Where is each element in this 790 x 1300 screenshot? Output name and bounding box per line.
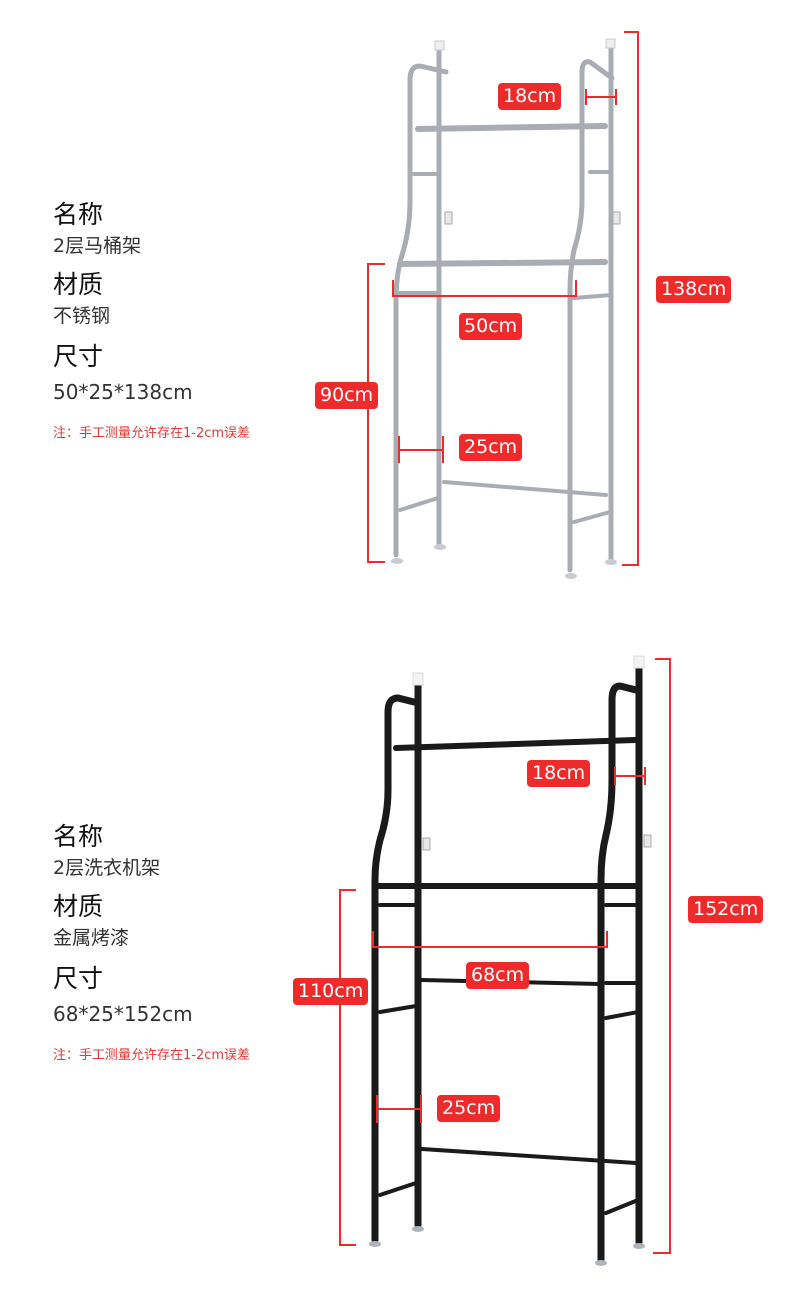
dimension-lines-rack-1 xyxy=(367,31,639,566)
name-label: 名称 xyxy=(53,200,104,229)
name-value: 2层洗衣机架 xyxy=(53,857,161,879)
dimension-tag-lower-height: 110cm xyxy=(293,978,369,1005)
material-label: 材质 xyxy=(53,892,104,921)
dimension-tag-width: 68cm xyxy=(466,962,530,989)
black-washer-rack-icon xyxy=(371,664,643,1264)
dimension-tag-total-height: 152cm xyxy=(688,896,764,923)
name-label: 名称 xyxy=(53,822,104,851)
dimension-lines-rack-2 xyxy=(339,658,671,1254)
dimension-tag-depth-top: 18cm xyxy=(498,83,562,110)
product-2-specs: 名称 2层洗衣机架 材质 金属烤漆 尺寸 68*25*152cm 注：手工测量允… xyxy=(53,822,250,1063)
product-1-specs: 名称 2层马桶架 材质 不锈钢 尺寸 50*25*138cm 注：手工测量允许存… xyxy=(53,200,250,441)
dimension-tag-depth-top: 18cm xyxy=(527,760,591,787)
silver-toilet-rack-icon xyxy=(393,45,615,573)
measurement-note: 注：手工测量允许存在1-2cm误差 xyxy=(53,426,251,441)
size-value: 50*25*138cm xyxy=(53,380,193,404)
dimension-tag-depth: 25cm xyxy=(437,1095,501,1122)
dimension-tag-depth: 25cm xyxy=(459,434,523,461)
size-label: 尺寸 xyxy=(53,342,104,371)
material-label: 材质 xyxy=(53,270,104,299)
size-label: 尺寸 xyxy=(53,964,104,993)
material-value: 金属烤漆 xyxy=(53,927,130,949)
material-value: 不锈钢 xyxy=(53,305,111,327)
name-value: 2层马桶架 xyxy=(53,235,142,257)
dimension-tag-lower-height: 90cm xyxy=(315,382,379,409)
dimension-tag-width: 50cm xyxy=(459,313,523,340)
measurement-note: 注：手工测量允许存在1-2cm误差 xyxy=(53,1048,251,1063)
dimension-tag-total-height: 138cm xyxy=(656,276,732,303)
size-value: 68*25*152cm xyxy=(53,1002,193,1026)
